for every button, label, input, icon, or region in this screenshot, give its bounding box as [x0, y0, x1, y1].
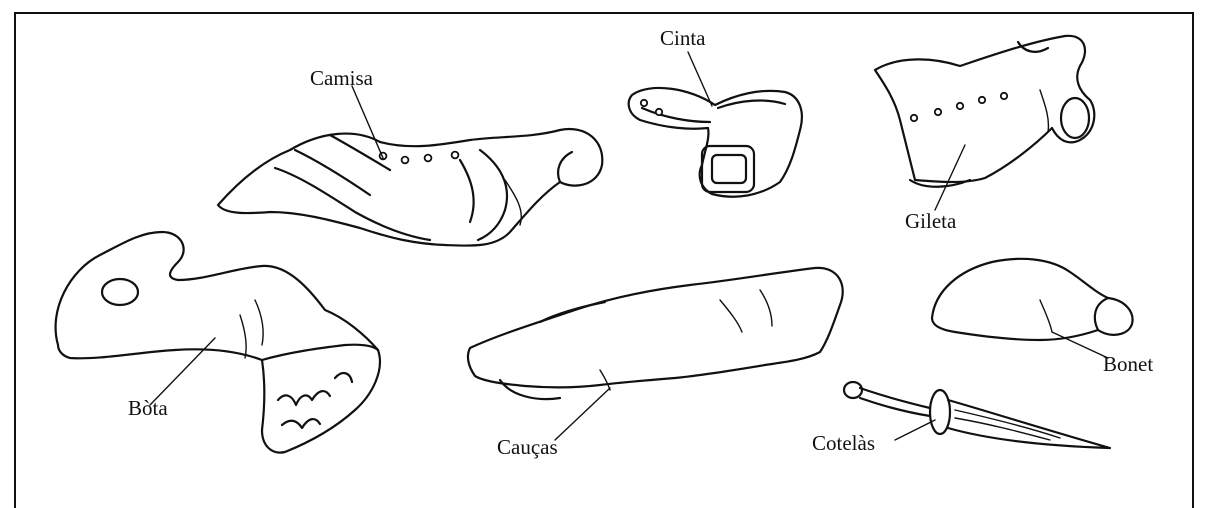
label-bota: Bòta: [128, 398, 168, 419]
cinta-drawing: [629, 52, 802, 197]
label-gileta: Gileta: [905, 211, 956, 232]
bonet-drawing: [932, 259, 1133, 358]
caucas-drawing: [468, 268, 843, 440]
label-bonet: Bonet: [1103, 354, 1153, 375]
bota-drawing: [56, 232, 380, 453]
label-camisa: Camisa: [310, 68, 373, 89]
gileta-drawing: [875, 36, 1094, 210]
label-cotelas: Cotelàs: [812, 433, 875, 454]
label-cinta: Cinta: [660, 28, 706, 49]
label-caucas: Cauças: [497, 437, 558, 458]
cotelas-drawing: [844, 382, 1110, 448]
camisa-drawing: [218, 86, 602, 246]
